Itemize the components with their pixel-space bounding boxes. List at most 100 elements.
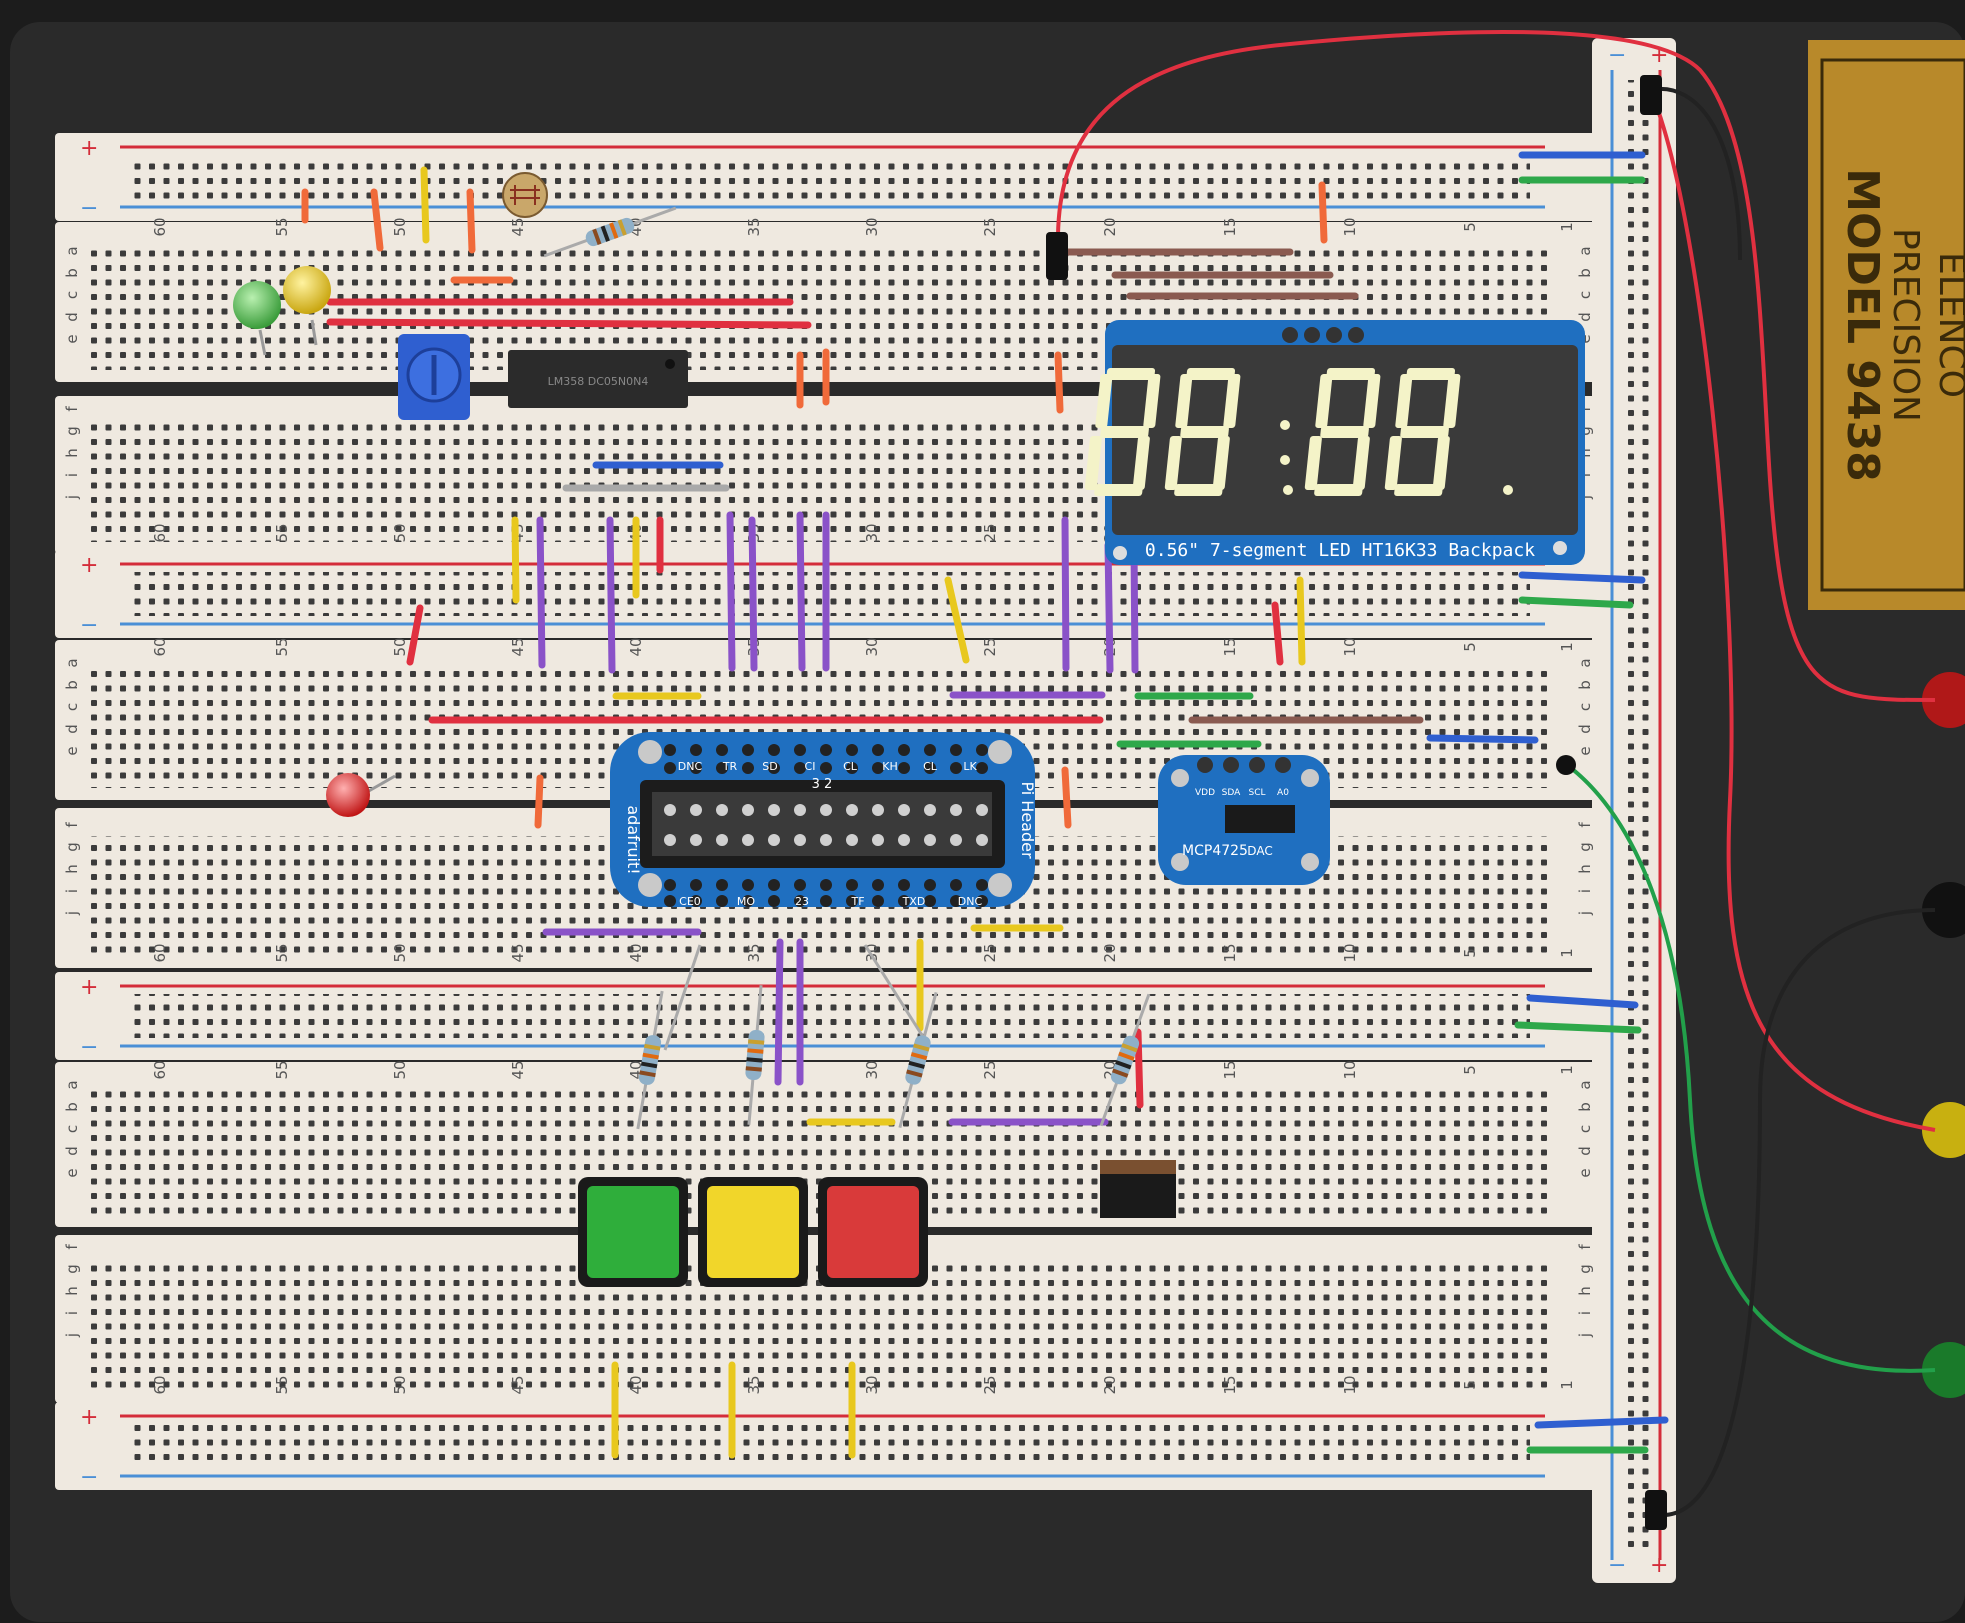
segment bbox=[1363, 374, 1381, 428]
row-letter: f bbox=[1576, 1244, 1594, 1250]
jumper-wire bbox=[1534, 1416, 1669, 1429]
column-number: 30 bbox=[863, 523, 881, 542]
row-letter: f bbox=[63, 406, 81, 412]
segment-digit bbox=[1084, 368, 1213, 496]
header-solder bbox=[768, 879, 780, 891]
led-green[interactable] bbox=[233, 281, 281, 356]
header-pin bbox=[872, 804, 884, 816]
resistor bbox=[543, 206, 677, 258]
jumper-wire bbox=[370, 188, 384, 252]
header-solder bbox=[846, 895, 858, 907]
header-solder bbox=[872, 762, 884, 774]
dac-label: DAC bbox=[1247, 844, 1272, 858]
vrail-minus-bottom: − bbox=[1608, 1553, 1626, 1578]
row-letter: f bbox=[63, 822, 81, 828]
segment bbox=[1106, 368, 1156, 380]
jumper-wire bbox=[420, 166, 430, 244]
header-solder bbox=[664, 879, 676, 891]
header-pin bbox=[898, 804, 910, 816]
pi-pin-label: KH bbox=[882, 760, 898, 773]
row-letter: i bbox=[63, 1311, 81, 1315]
resistor-band bbox=[642, 1052, 659, 1060]
seven-segment-display[interactable]: 0.56" 7-segment LED HT16K33 Backpack bbox=[1084, 320, 1585, 565]
row-letter: f bbox=[1576, 822, 1594, 828]
jumper-wire bbox=[1130, 541, 1139, 674]
column-number: 15 bbox=[1221, 943, 1239, 962]
row-letter: c bbox=[1576, 291, 1594, 299]
rail-holes bbox=[130, 994, 1530, 1038]
jumper-wire bbox=[1518, 571, 1646, 584]
button-green[interactable] bbox=[578, 1177, 688, 1287]
potentiometer[interactable] bbox=[398, 334, 470, 420]
led-red[interactable] bbox=[326, 773, 396, 817]
header-solder bbox=[820, 895, 832, 907]
segment bbox=[1164, 436, 1182, 490]
header-solder bbox=[924, 762, 936, 774]
resistor-band bbox=[592, 228, 602, 245]
column-number: 55 bbox=[273, 637, 291, 656]
rail-plus-label: + bbox=[80, 975, 98, 1000]
segment bbox=[1223, 374, 1241, 428]
dac-pin bbox=[1197, 757, 1213, 773]
header-pin bbox=[768, 804, 780, 816]
row-letter: a bbox=[1576, 1080, 1594, 1089]
photoresistor[interactable] bbox=[502, 172, 548, 218]
column-number: 35 bbox=[745, 217, 763, 236]
header-pin bbox=[742, 834, 754, 846]
row-letter: h bbox=[1576, 864, 1594, 874]
yellow-jack[interactable] bbox=[1922, 1102, 1965, 1158]
led-yellow[interactable] bbox=[283, 266, 331, 346]
header-solder bbox=[950, 762, 962, 774]
header-solder bbox=[950, 744, 962, 756]
black-jack[interactable] bbox=[1922, 882, 1965, 938]
resistor-band bbox=[640, 1061, 658, 1069]
header-pin bbox=[794, 834, 806, 846]
column-number: 50 bbox=[391, 943, 409, 962]
column-number: 30 bbox=[863, 637, 881, 656]
header-solder bbox=[846, 744, 858, 756]
column-number: 45 bbox=[509, 943, 527, 962]
header-solder bbox=[976, 879, 988, 891]
header-solder bbox=[846, 762, 858, 774]
header-solder bbox=[898, 762, 910, 774]
column-number: 45 bbox=[509, 217, 527, 236]
header-pin bbox=[820, 804, 832, 816]
green-jack[interactable] bbox=[1922, 1342, 1965, 1398]
jumper-wire bbox=[1426, 734, 1539, 744]
column-number: 40 bbox=[627, 943, 645, 962]
segment bbox=[1100, 426, 1149, 438]
resistor-band bbox=[1115, 1060, 1132, 1070]
column-number: 1 bbox=[1558, 1065, 1576, 1075]
row-letter: a bbox=[1576, 658, 1594, 667]
plate-line-2: PRECISION bbox=[1885, 228, 1926, 422]
header-solder bbox=[898, 895, 910, 907]
segment bbox=[1095, 374, 1113, 428]
header-solder bbox=[716, 744, 728, 756]
header-pin bbox=[872, 834, 884, 846]
row-letter: e bbox=[1576, 746, 1594, 755]
jumper-wire bbox=[748, 516, 758, 672]
button-yellow[interactable] bbox=[698, 1177, 808, 1287]
header-solder bbox=[768, 762, 780, 774]
ic-chip[interactable]: LM358 DC05N0N4 bbox=[508, 350, 688, 408]
ic-marking: LM358 DC05N0N4 bbox=[548, 375, 649, 388]
jumper-wire bbox=[774, 938, 784, 1086]
resistor-band bbox=[639, 1070, 656, 1078]
column-number: 25 bbox=[981, 523, 999, 542]
jumper-wire bbox=[1271, 601, 1284, 666]
header-solder bbox=[794, 895, 806, 907]
rail-holes bbox=[130, 572, 1530, 616]
column-number: 25 bbox=[981, 1375, 999, 1394]
row-letter: d bbox=[63, 724, 81, 734]
row-letter: j bbox=[1576, 911, 1594, 916]
label-plate: ELENCO PRECISION MODEL 9438 bbox=[1808, 40, 1965, 610]
jumper-wire bbox=[1514, 1021, 1642, 1034]
resistor-band bbox=[617, 219, 627, 236]
column-number: 50 bbox=[391, 637, 409, 656]
button-red[interactable] bbox=[818, 1177, 928, 1287]
red-jack[interactable] bbox=[1922, 672, 1965, 728]
voltage-regulator[interactable] bbox=[1100, 1160, 1176, 1218]
header-solder bbox=[742, 895, 754, 907]
